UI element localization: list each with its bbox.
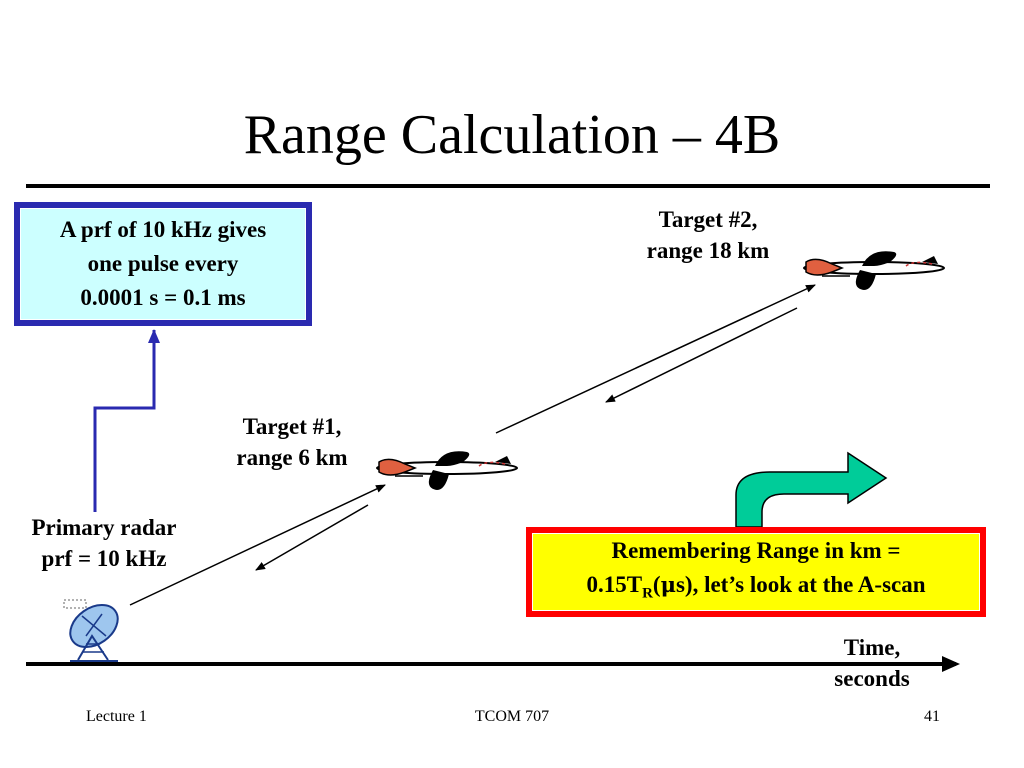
formula-tail: s), let’s look at the A-scan xyxy=(675,571,926,597)
airplane-icon xyxy=(803,251,945,290)
radar-line2: prf = 10 kHz xyxy=(41,546,167,571)
formula-paren: ( xyxy=(652,571,661,597)
prf-info-line1: A prf of 10 kHz gives xyxy=(59,217,267,242)
footer-page-number: 41 xyxy=(924,708,940,725)
time-axis-label: Time, seconds xyxy=(812,632,932,694)
primary-radar-label: Primary radar prf = 10 kHz xyxy=(4,512,204,574)
range-formula-line1: Remembering Range in km = xyxy=(611,537,901,563)
slide-title: Range Calculation – 4B xyxy=(243,104,781,166)
footer-course: TCOM 707 xyxy=(474,708,550,725)
footer-lecture: Lecture 1 xyxy=(86,708,147,725)
range-formula-line2: 0.15TR(μs), let’s look at the A-scan xyxy=(586,568,925,611)
time-axis-arrowhead xyxy=(942,656,960,672)
curved-arrow-icon xyxy=(735,451,888,528)
axis-line2: seconds xyxy=(834,666,910,691)
echo-back-arrow-1 xyxy=(255,504,369,571)
formula-mu: μ xyxy=(660,571,676,597)
echo-back-arrow-2 xyxy=(605,307,798,403)
pulse-out-arrow-2 xyxy=(495,284,816,434)
airplane-icon xyxy=(376,451,518,490)
target2-line1: Target #2, xyxy=(658,207,758,232)
axis-line1: Time, xyxy=(843,635,901,660)
formula-coefficient: 0.15T xyxy=(586,571,643,597)
range-formula-text: Remembering Range in km = 0.15TR(μs), le… xyxy=(532,533,980,611)
prf-info-box: A prf of 10 kHz gives one pulse every 0.… xyxy=(14,202,312,326)
range-formula-box: Remembering Range in km = 0.15TR(μs), le… xyxy=(526,527,986,617)
prf-info-line2: one pulse every xyxy=(87,251,239,276)
radar-line1: Primary radar xyxy=(31,515,177,540)
target1-label: Target #1, range 6 km xyxy=(202,411,382,473)
target1-line1: Target #1, xyxy=(242,414,342,439)
title-divider xyxy=(26,184,990,188)
target2-line2: range 18 km xyxy=(646,238,770,263)
formula-subscript: R xyxy=(642,585,653,602)
target2-label: Target #2, range 18 km xyxy=(618,204,798,266)
prf-info-line3: 0.0001 s = 0.1 ms xyxy=(80,285,246,310)
radar-dish-icon xyxy=(60,599,126,662)
prf-connector-line xyxy=(93,329,160,512)
prf-info-text: A prf of 10 kHz gives one pulse every 0.… xyxy=(20,208,306,320)
target1-line2: range 6 km xyxy=(236,445,348,470)
pulse-out-arrow-1 xyxy=(129,484,386,606)
